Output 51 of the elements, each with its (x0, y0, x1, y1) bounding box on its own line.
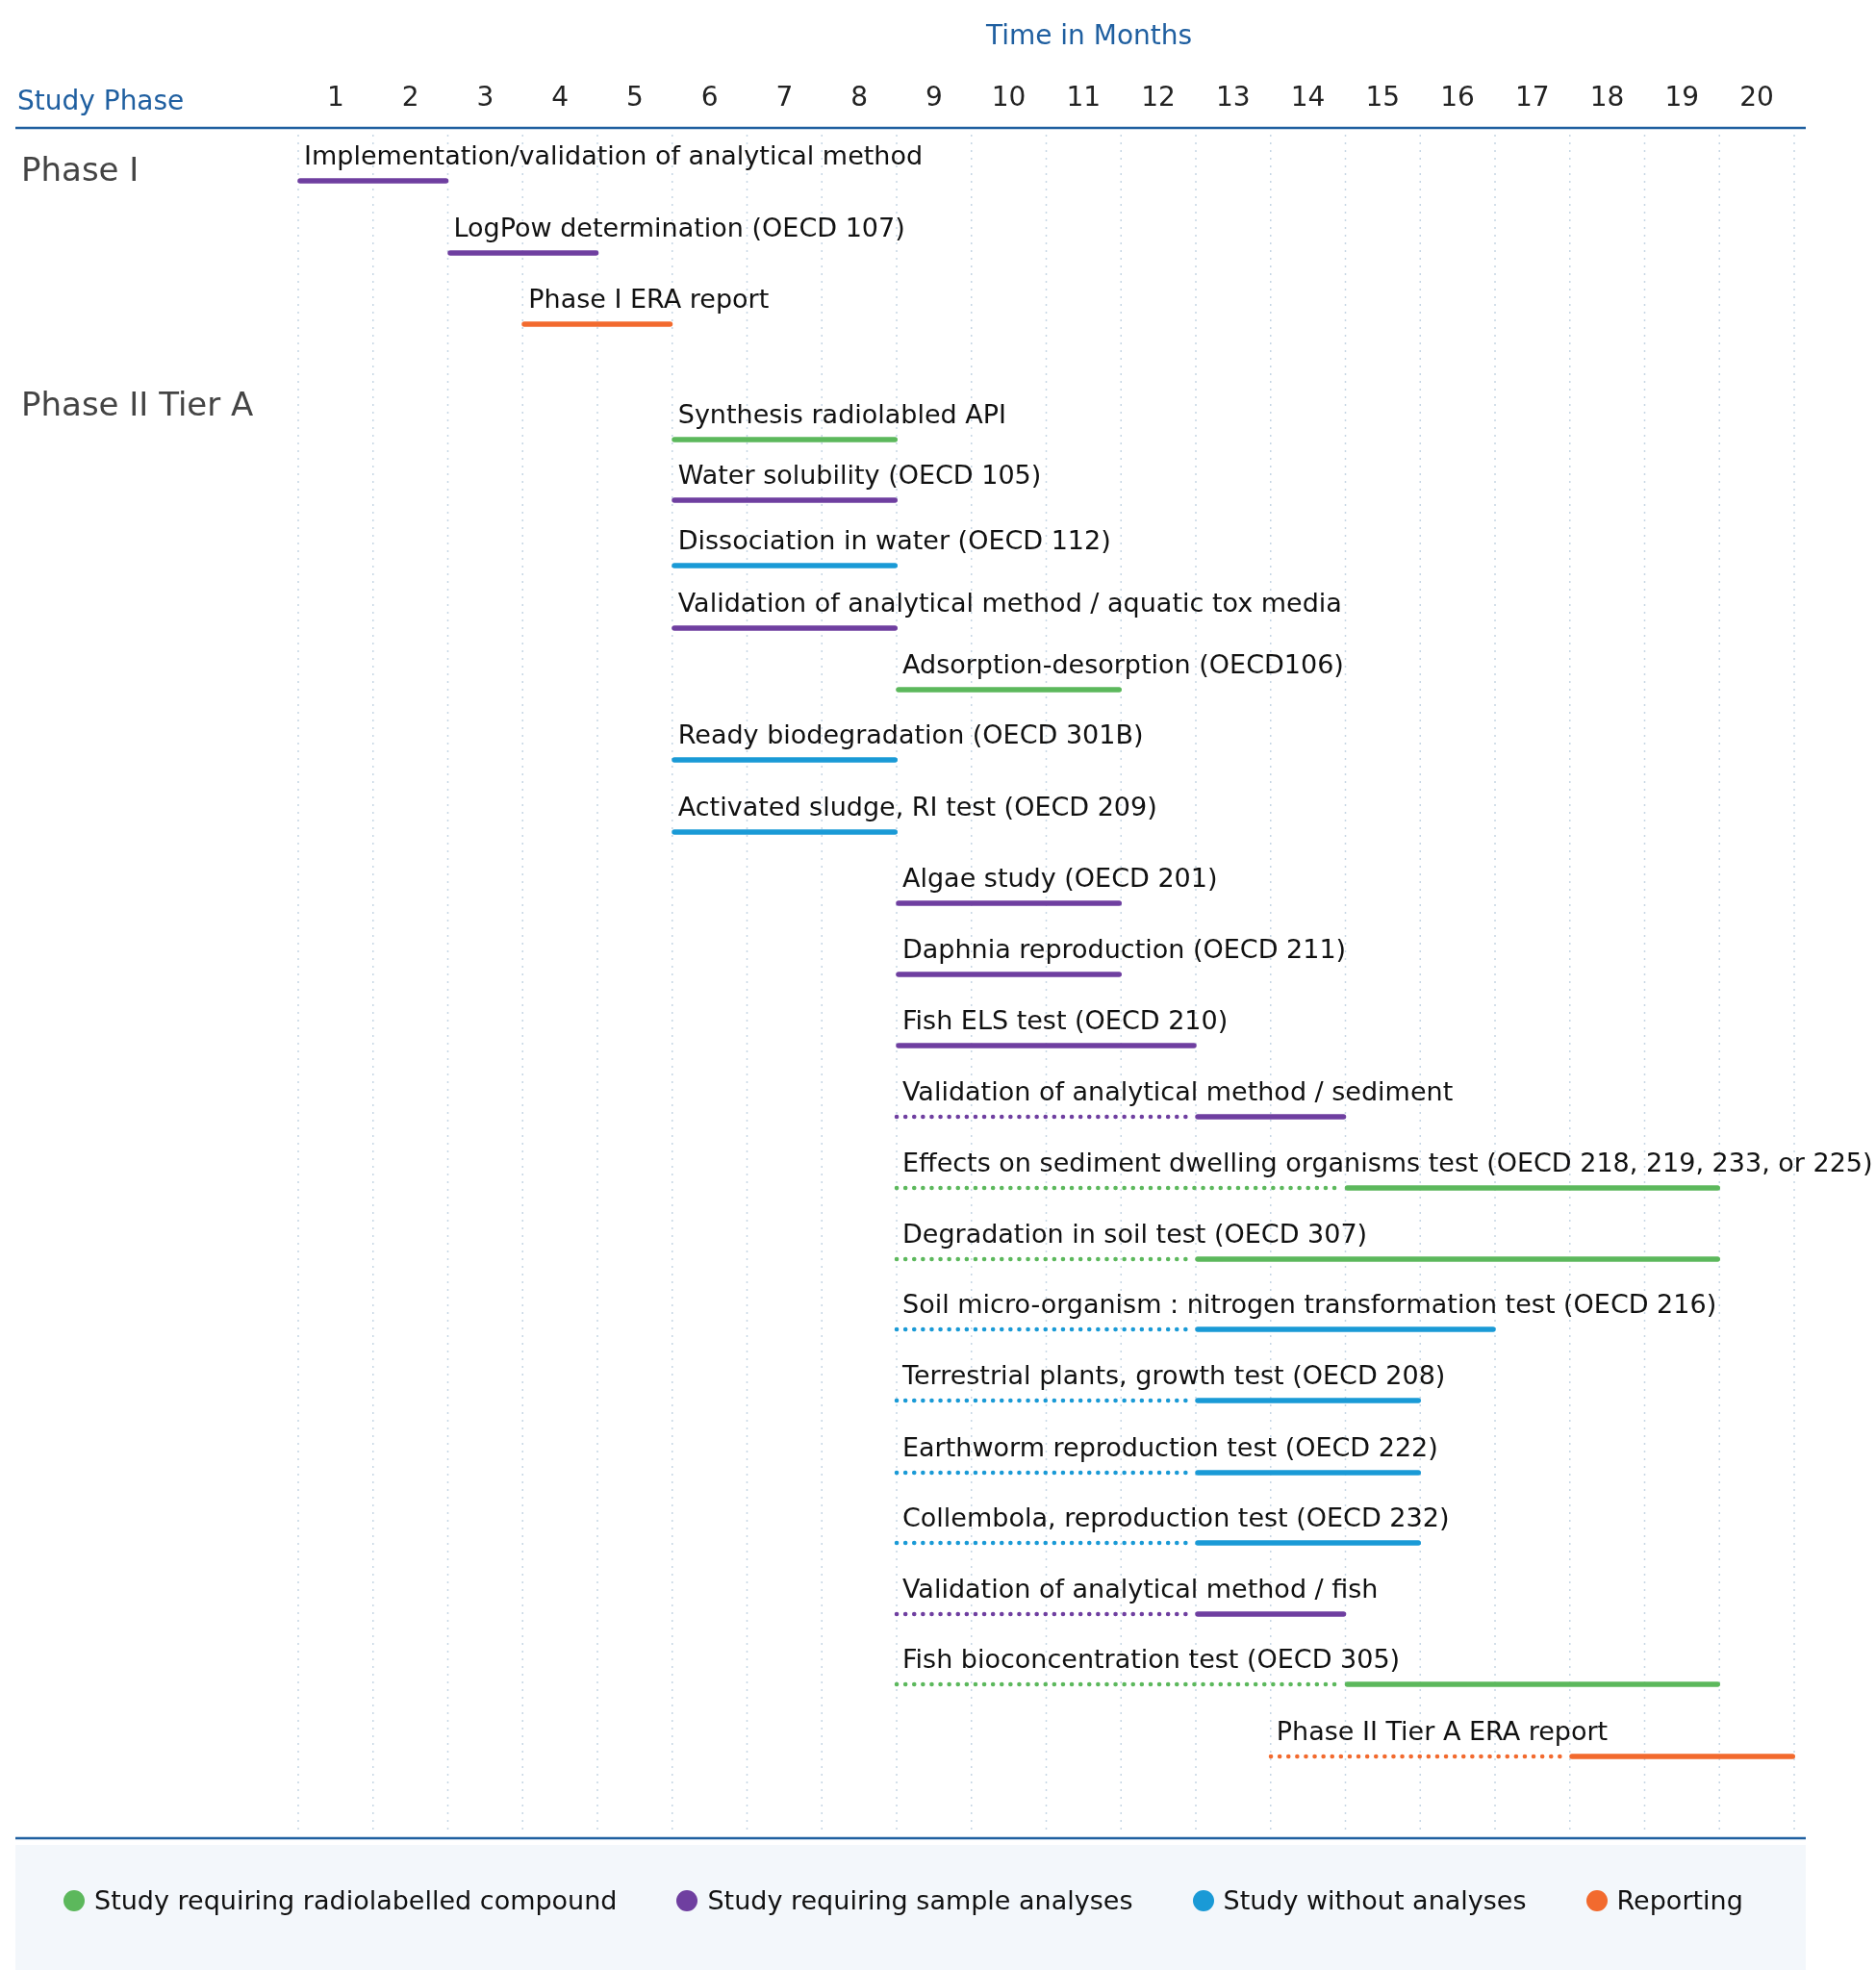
month-number: 10 (991, 81, 1027, 113)
task-label: Implementation/validation of analytical method (304, 140, 924, 171)
task-label: Degradation in soil test (OECD 307) (902, 1218, 1368, 1249)
month-number: 18 (1589, 81, 1625, 113)
legend-label: Study requiring radiolabelled compound (94, 1885, 618, 1915)
month-number: 15 (1365, 81, 1401, 113)
task-label: Synthesis radiolabled API (677, 399, 1007, 430)
legend-label: Study without analyses (1223, 1885, 1527, 1915)
axis-title: Time in Months (985, 19, 1193, 51)
task-label: Fish bioconcentration test (OECD 305) (902, 1644, 1401, 1675)
task-label: Phase I ERA report (528, 283, 770, 314)
month-number: 3 (476, 81, 494, 113)
task-label: Collembola, reproduction test (OECD 232) (902, 1502, 1450, 1532)
task-label: Phase II Tier A ERA report (1276, 1715, 1609, 1746)
task-label: Terrestrial plants, growth test (OECD 208) (902, 1360, 1446, 1391)
month-number: 4 (551, 81, 570, 113)
month-number: 9 (925, 81, 943, 113)
task-label: Effects on sediment dwelling organisms test (OECD 218, 219, 233, or 225) (902, 1148, 1873, 1178)
task-label: LogPow determination (OECD 107) (453, 212, 905, 242)
task-label: Earthworm reproduction test (OECD 222) (902, 1431, 1438, 1462)
legend-label: Study requiring sample analyses (707, 1885, 1133, 1915)
task-label: Ready biodegradation (OECD 301B) (677, 720, 1144, 750)
task-label: Adsorption-desorption (OECD106) (902, 649, 1344, 679)
task-label: Dissociation in water (OECD 112) (677, 524, 1111, 555)
column-header: Study Phase (17, 85, 185, 116)
task-label: Validation of analytical method / aquatic tox media (677, 588, 1342, 618)
month-number: 17 (1515, 81, 1550, 113)
task-label: Algae study (OECD 201) (902, 863, 1218, 893)
month-number: 14 (1290, 81, 1326, 113)
task-label: Soil micro-organism : nitrogen transformation test (OECD 216) (902, 1288, 1717, 1319)
month-number: 7 (775, 81, 794, 113)
month-number: 8 (850, 81, 869, 113)
legend-label: Reporting (1616, 1885, 1743, 1915)
month-number: 20 (1739, 81, 1774, 113)
month-number: 2 (401, 81, 419, 113)
phase-heading: Phase I (21, 150, 139, 189)
task-label: Water solubility (OECD 105) (677, 459, 1042, 490)
phase-heading: Phase II Tier A (21, 385, 254, 423)
task-label: Daphnia reproduction (OECD 211) (902, 934, 1347, 965)
month-number: 16 (1440, 81, 1475, 113)
task-label: Activated sludge, RI test (OECD 209) (677, 791, 1157, 821)
month-number: 5 (625, 81, 644, 113)
month-number: 12 (1141, 81, 1176, 113)
task-label: Validation of analytical method / fish (902, 1574, 1379, 1604)
task-label: Validation of analytical method / sediment (902, 1076, 1454, 1107)
month-number: 11 (1066, 81, 1102, 113)
month-number: 6 (700, 81, 719, 113)
task-label: Fish ELS test (OECD 210) (902, 1004, 1229, 1035)
month-number: 19 (1664, 81, 1700, 113)
month-number: 13 (1216, 81, 1251, 113)
month-number: 1 (326, 81, 344, 113)
